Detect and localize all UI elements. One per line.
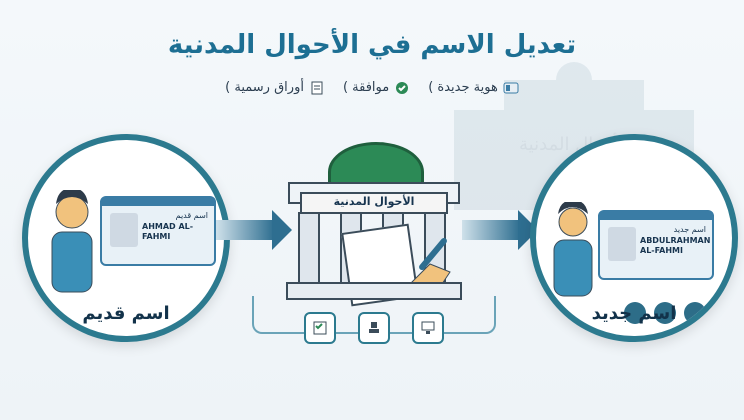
card-avatar-icon [608,227,636,261]
subtitle-label: موافقة ) [342,80,390,95]
card-label: اسم جديد [673,225,706,234]
old-id-card: اسم قديم AHMAD AL-FAHMI [100,196,216,266]
verified-icon [654,302,676,324]
new-id-card: اسم جديد ABDULRAHMAN AL-FAHMI [598,210,714,280]
new-name-circle: اسم جديد ABDULRAHMAN AL-FAHMI ✓ اسم جديد [530,134,738,342]
checklist-icon [304,312,336,344]
civil-affairs-office: الأحوال المدنية [278,128,466,307]
old-name-circle: اسم قديم AHMAD AL-FAHMI اسم قديم [22,134,230,342]
subtitle-label: أوراق رسمية ) [225,80,304,95]
check-circle-icon [396,81,409,94]
card-name: AHMAD AL-FAHMI [142,222,194,241]
id-card-icon [503,82,519,93]
subtitle-row: هوية جديدة ) موافقة ) أوراق رسمية ) [0,80,744,95]
office-sign: الأحوال المدنية [300,192,448,214]
subtitle-item: هوية جديدة ) [428,80,519,95]
old-name-label: اسم قديم [82,303,170,324]
award-icon [684,302,706,324]
card-label: اسم قديم [175,211,208,220]
new-name-label: اسم جديد [591,303,677,324]
person-icon [553,202,593,297]
page-title: تعديل الاسم في الأحوال المدنية [167,30,577,60]
card-avatar-icon [110,213,138,247]
process-icons [304,312,444,344]
computer-icon [412,312,444,344]
subtitle-item: أوراق رسمية ) [225,80,325,95]
document-icon [311,81,323,94]
card-name: ABDULRAHMAN AL-FAHMI [640,236,711,255]
stars-icon [624,302,646,324]
subtitle-item: موافقة ) [343,80,410,95]
arrow-right-icon [462,210,538,250]
person-icon [51,190,93,293]
arrow-right-icon [216,210,292,250]
stamp-icon [358,312,390,344]
badges-row [624,302,706,324]
subtitle-label: هوية جديدة ) [428,80,498,95]
